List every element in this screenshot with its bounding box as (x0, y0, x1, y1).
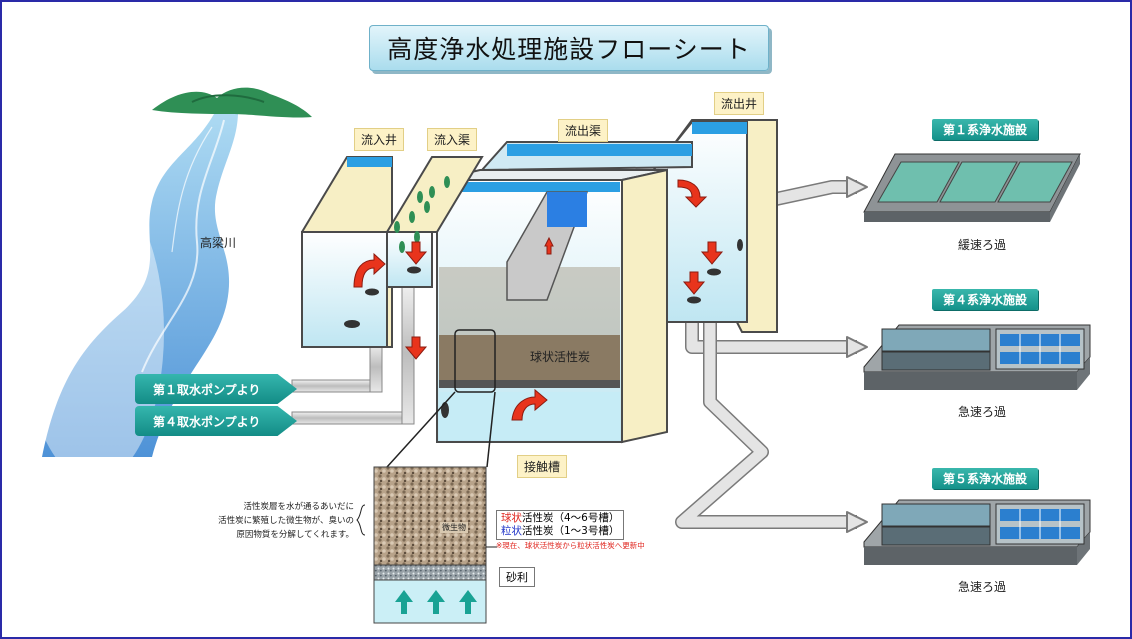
inflow-well-label: 流入井 (354, 128, 405, 151)
microbe-label: 微生物 (440, 522, 468, 533)
carbon-description: 活性炭層を水が通るあいだに 活性炭に繁殖した微生物が、臭いの 原因物質を分解して… (200, 500, 354, 542)
facility-1-process: 緩速ろ過 (958, 238, 1007, 252)
intake-pipes (291, 281, 415, 425)
contact-tank-label: 接触槽 (517, 455, 568, 478)
facility-1-illustration (863, 153, 1081, 222)
carbon-layer-label: 球状活性炭 (530, 350, 591, 364)
river-label: 高梁川 (200, 236, 237, 250)
description-line: 活性炭層を水が通るあいだに (243, 502, 354, 512)
carbon-legend-prefix: 球状 (501, 512, 522, 524)
facility-5-illustration (863, 499, 1091, 565)
facility-5-tag: 第５系浄水施設 (932, 468, 1038, 489)
carbon-legend: 球状活性炭（4～6号槽） 粒状活性炭（1～3号槽） (496, 510, 625, 540)
carbon-legend-item: 粒状活性炭（1～3号槽） (501, 525, 619, 538)
page-title: 高度浄水処理施設フローシート (369, 25, 769, 71)
inflow-channel-label: 流入渠 (427, 128, 478, 151)
carbon-legend-text: 活性炭（1～3号槽） (522, 525, 620, 537)
pump-4-label: 第４取水ポンプより (135, 406, 297, 436)
outflow-pipes (675, 176, 868, 533)
gravel-label: 砂利 (499, 567, 535, 587)
facility-1-tag: 第１系浄水施設 (932, 119, 1038, 140)
mountain-icon (152, 87, 312, 118)
zoom-connector (386, 329, 496, 468)
description-line: 活性炭に繁殖した微生物が、臭いの (218, 516, 354, 526)
carbon-legend-prefix: 粒状 (501, 525, 522, 537)
carbon-legend-text: 活性炭（4～6号槽） (522, 512, 620, 524)
carbon-legend-item: 球状活性炭（4～6号槽） (501, 512, 619, 525)
outflow-well-label: 流出井 (714, 92, 765, 115)
facility-4-process: 急速ろ過 (958, 405, 1007, 419)
flow-arrows (353, 179, 724, 421)
facility-4-tag: 第４系浄水施設 (932, 289, 1038, 310)
facility-4-illustration (863, 324, 1091, 390)
outflow-channel-label: 流出渠 (558, 119, 609, 142)
update-note: ※現在、球状活性炭から粒状活性炭へ更新中 (496, 541, 645, 550)
description-line: 原因物質を分解してくれます。 (236, 530, 354, 540)
facility-5-process: 急速ろ過 (958, 580, 1007, 594)
pump-1-label: 第１取水ポンプより (135, 374, 297, 404)
carbon-detail (356, 466, 497, 624)
river-illustration (24, 114, 238, 482)
